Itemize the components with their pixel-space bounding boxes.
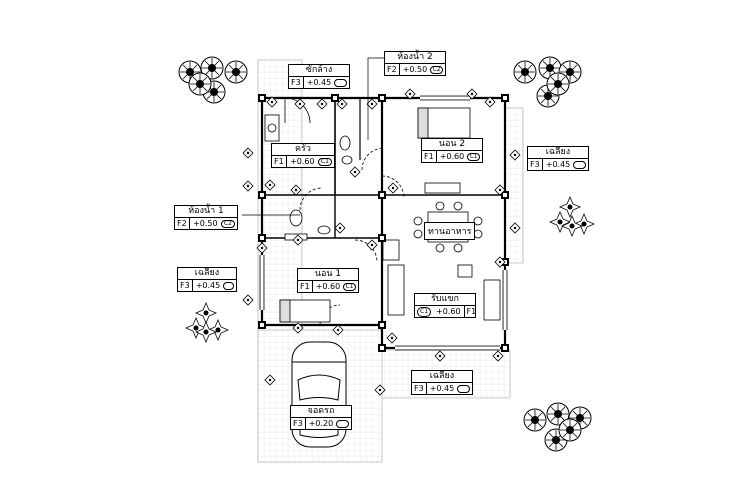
trees-ne: [513, 56, 582, 108]
leader-lines: [242, 57, 384, 216]
car: [291, 341, 347, 448]
room-label-laundry: ซักล้าง F3+0.45: [288, 64, 350, 89]
shrubs-e: [549, 196, 595, 237]
room-label-terrace-w: เฉลียง F3+0.45: [177, 267, 237, 292]
dining-label: ทานอาหาร: [424, 222, 476, 240]
room-label-terrace-s: เฉลียง F3+0.45: [411, 370, 473, 395]
room-label-terrace-ne: เฉลียง F3+0.45: [527, 146, 589, 171]
trees-se: [523, 402, 592, 452]
trees-nw: [178, 56, 248, 104]
room-label-carport: จอดรถ F3+0.20: [290, 405, 352, 430]
shrubs-w: [185, 302, 229, 343]
